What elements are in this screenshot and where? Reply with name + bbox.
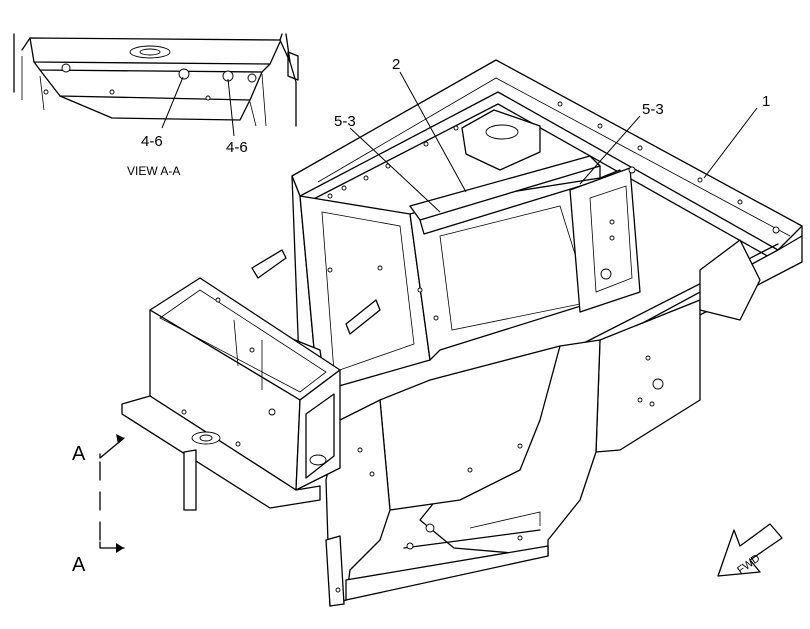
section-label-bottom: A: [72, 554, 86, 576]
section-label-top: A: [72, 443, 86, 465]
callout-4-6-left: 4-6: [141, 133, 163, 150]
view-aa-label: VIEW A-A: [127, 164, 180, 178]
fwd-arrow: FWD: [717, 523, 783, 577]
callout-1: 1: [762, 93, 770, 110]
callout-2: 2: [392, 56, 400, 73]
callout-5-3-left: 5-3: [334, 113, 356, 130]
frame-assembly: [121, 59, 803, 607]
section-line: [99, 434, 125, 553]
bolt-holes: [181, 101, 780, 593]
view-aa-inset: [13, 33, 299, 137]
callout-5-3-right: 5-3: [642, 101, 664, 118]
callout-4-6-right: 4-6: [226, 139, 248, 156]
